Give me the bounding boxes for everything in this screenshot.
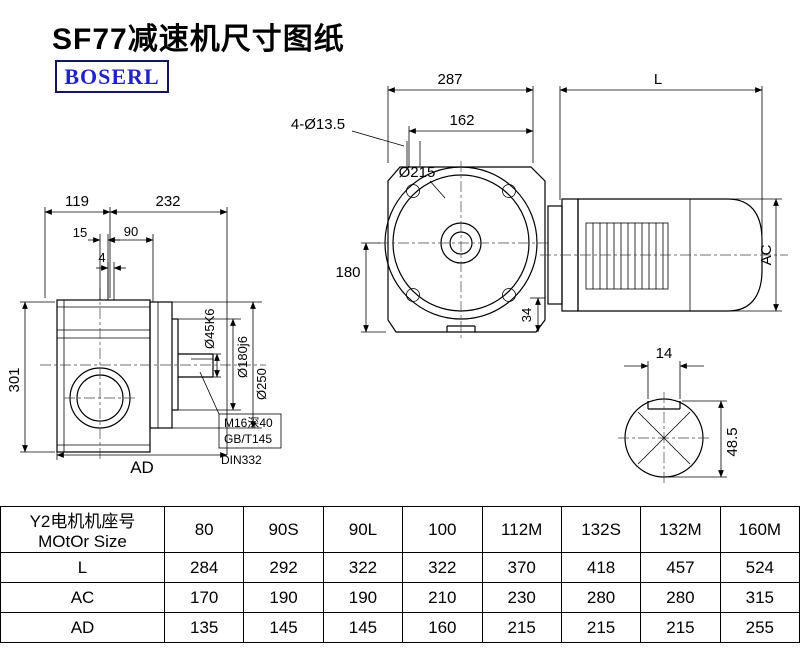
dim-119: 119 bbox=[65, 193, 89, 210]
table-cell: 210 bbox=[402, 582, 483, 613]
table-cell: 524 bbox=[719, 552, 800, 583]
bolt-hole bbox=[406, 184, 420, 198]
table-cell: 215 bbox=[481, 612, 562, 643]
note-din: DIN332 bbox=[221, 453, 262, 467]
dim-287: 287 bbox=[437, 71, 462, 88]
bolt-hole bbox=[406, 288, 420, 302]
brand-text: BOSERL bbox=[64, 63, 160, 89]
note-tap: M16深40 bbox=[224, 416, 273, 430]
technical-drawing: 287 L 162 4-Ø13.5 Ø215 180 34 AC bbox=[6, 71, 788, 484]
dim-48-5: 48.5 bbox=[724, 427, 741, 456]
label-bolt-holes: 4-Ø13.5 bbox=[291, 116, 345, 133]
col-header-160m: 160M bbox=[719, 506, 800, 553]
col-header-132s: 132S bbox=[560, 506, 642, 553]
table-cell: 322 bbox=[322, 552, 404, 583]
table-cell: 215 bbox=[560, 612, 642, 643]
label-shaft-dia: Ø45K6 bbox=[202, 309, 217, 349]
table-cell: 280 bbox=[560, 582, 642, 613]
col-header-100: 100 bbox=[402, 506, 483, 553]
dim-AC: AC bbox=[758, 244, 775, 265]
label-flange-dia: Ø215 bbox=[399, 164, 436, 181]
dim-301: 301 bbox=[6, 367, 23, 392]
bolt-hole bbox=[502, 184, 516, 198]
header-line2: MOtOr Size bbox=[38, 532, 127, 551]
motor-fins bbox=[585, 222, 669, 290]
dim-162: 162 bbox=[449, 112, 474, 129]
table-cell: 255 bbox=[719, 612, 800, 643]
table-cell: 170 bbox=[163, 582, 245, 613]
table-row-L: L 284 292 322 322 370 418 457 524 bbox=[0, 552, 800, 583]
page-title: SF77减速机尺寸图纸 bbox=[52, 23, 345, 56]
table-cell: 190 bbox=[243, 582, 324, 613]
note-standard: GB/T145 bbox=[224, 432, 272, 446]
table-header-label: Y2电机机座号 MOtOr Size bbox=[0, 506, 165, 553]
shaft-section: 14 48.5 bbox=[618, 345, 741, 484]
bolt-hole bbox=[502, 288, 516, 302]
table-cell: 145 bbox=[243, 612, 324, 643]
dim-232: 232 bbox=[155, 193, 180, 210]
table-row-AC: AC 170 190 190 210 230 280 280 315 bbox=[0, 582, 800, 613]
label-spigot-dia: Ø180j6 bbox=[235, 336, 250, 378]
table-cell: 145 bbox=[322, 612, 404, 643]
col-header-80: 80 bbox=[163, 506, 245, 553]
dim-34: 34 bbox=[519, 308, 534, 322]
table-cell: 280 bbox=[640, 582, 721, 613]
table-cell: 418 bbox=[560, 552, 642, 583]
table-cell: 322 bbox=[402, 552, 483, 583]
table-cell: 284 bbox=[163, 552, 245, 583]
table-cell: 292 bbox=[243, 552, 324, 583]
table-cell: 190 bbox=[322, 582, 404, 613]
table-cell: 230 bbox=[481, 582, 562, 613]
row-label-AD: AD bbox=[0, 612, 165, 643]
motor bbox=[540, 198, 788, 312]
col-header-112m: 112M bbox=[481, 506, 562, 553]
table-row-AD: AD 135 145 145 160 215 215 215 255 bbox=[0, 612, 800, 643]
dim-4: 4 bbox=[98, 250, 105, 265]
dim-L: L bbox=[654, 71, 662, 88]
front-view-dimensions: 287 L 162 4-Ø13.5 Ø215 180 34 AC bbox=[291, 71, 782, 333]
side-view-dimensions: 119 232 15 90 4 301 AD Ø45K bbox=[6, 193, 282, 477]
row-label-L: L bbox=[0, 552, 165, 583]
dim-15: 15 bbox=[73, 225, 87, 240]
table-header-row: Y2电机机座号 MOtOr Size 80 90S 90L 100 112M 1… bbox=[0, 506, 800, 553]
brand-logo: BOSERL bbox=[55, 60, 169, 93]
col-header-90s: 90S bbox=[243, 506, 324, 553]
table-cell: 160 bbox=[402, 612, 483, 643]
dim-90: 90 bbox=[124, 224, 138, 239]
col-header-132m: 132M bbox=[640, 506, 721, 553]
table-cell: 370 bbox=[481, 552, 562, 583]
label-flange-dia-side: Ø250 bbox=[254, 368, 269, 400]
table-cell: 215 bbox=[640, 612, 721, 643]
row-label-AC: AC bbox=[0, 582, 165, 613]
dim-180: 180 bbox=[335, 264, 360, 281]
side-view bbox=[40, 288, 266, 462]
tap-note-box bbox=[218, 413, 282, 449]
table-cell: 135 bbox=[163, 612, 245, 643]
dim-AD: AD bbox=[130, 458, 154, 477]
table-cell: 315 bbox=[719, 582, 800, 613]
motor-size-table: Y2电机机座号 MOtOr Size 80 90S 90L 100 112M 1… bbox=[0, 506, 800, 643]
dim-14: 14 bbox=[656, 345, 673, 362]
front-view bbox=[378, 161, 548, 338]
col-header-90l: 90L bbox=[322, 506, 404, 553]
table-cell: 457 bbox=[640, 552, 721, 583]
header-line1: Y2电机机座号 bbox=[29, 512, 136, 531]
